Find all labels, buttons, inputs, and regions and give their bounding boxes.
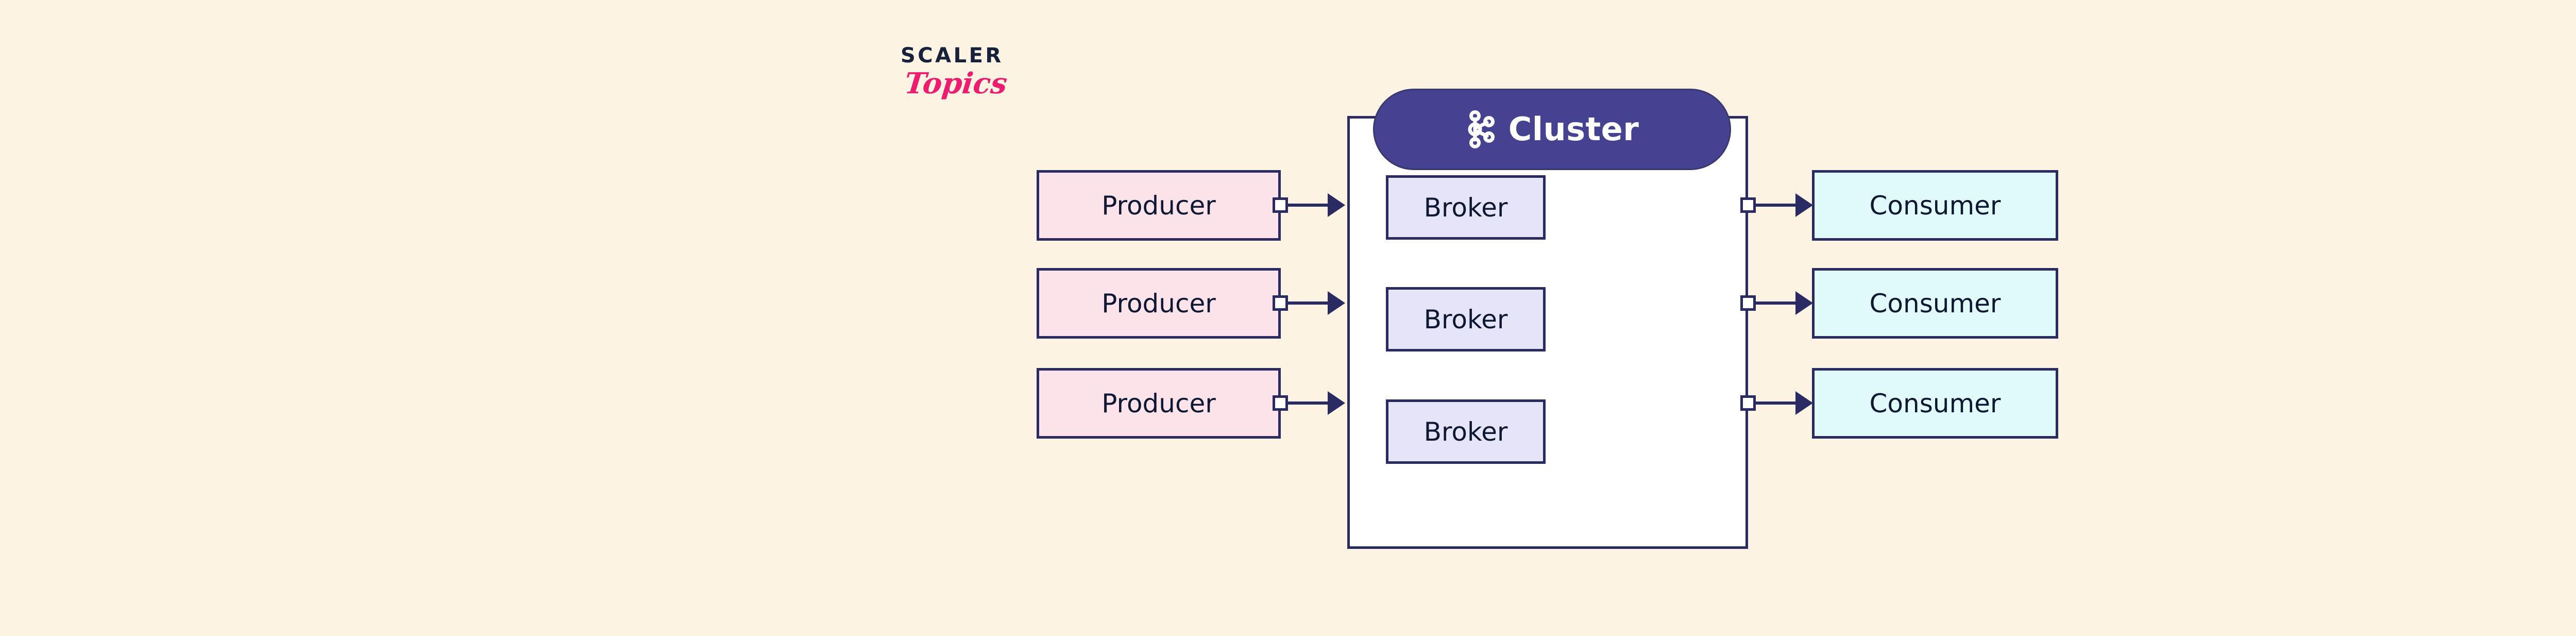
broker-label: Broker xyxy=(1423,192,1508,223)
producer-box-1[interactable]: Producer xyxy=(1037,170,1281,241)
brand-topics-text: Topics xyxy=(903,66,1009,101)
broker-label: Broker xyxy=(1423,304,1508,334)
connector-line xyxy=(1756,302,1796,305)
arrow-head-icon xyxy=(1795,391,1813,415)
connector-line xyxy=(1288,204,1328,207)
brand-scaler-text: SCALER xyxy=(901,44,1004,68)
arrow-head-icon xyxy=(1328,291,1345,315)
consumer-box-3[interactable]: Consumer xyxy=(1812,368,2058,439)
consumer-box-1[interactable]: Consumer xyxy=(1812,170,2058,241)
connector-endpoint-square xyxy=(1740,197,1756,213)
connector-endpoint-square xyxy=(1273,295,1288,311)
consumer-box-2[interactable]: Consumer xyxy=(1812,268,2058,339)
connector-producer-1-to-cluster xyxy=(1273,193,1347,217)
connector-endpoint-square xyxy=(1273,197,1288,213)
producer-label: Producer xyxy=(1101,388,1216,419)
broker-box-1[interactable]: Broker xyxy=(1386,175,1546,240)
connector-cluster-to-consumer-1 xyxy=(1740,193,1815,217)
connector-line xyxy=(1288,302,1328,305)
arrow-head-icon xyxy=(1328,193,1345,217)
producer-label: Producer xyxy=(1101,288,1216,319)
producer-box-2[interactable]: Producer xyxy=(1037,268,1281,339)
kafka-logo-icon xyxy=(1465,110,1497,148)
scaler-topics-logo: SCALER Topics xyxy=(901,45,1071,118)
connector-endpoint-square xyxy=(1740,395,1756,411)
broker-box-3[interactable]: Broker xyxy=(1386,399,1546,464)
producer-label: Producer xyxy=(1101,190,1216,221)
broker-box-2[interactable]: Broker xyxy=(1386,287,1546,352)
cluster-badge-label: Cluster xyxy=(1508,110,1639,148)
connector-cluster-to-consumer-3 xyxy=(1740,391,1815,415)
connector-line xyxy=(1288,401,1328,405)
arrow-head-icon xyxy=(1328,391,1345,415)
consumer-label: Consumer xyxy=(1869,388,2001,419)
arrow-head-icon xyxy=(1795,193,1813,217)
connector-line xyxy=(1756,204,1796,207)
arrow-head-icon xyxy=(1795,291,1813,315)
broker-label: Broker xyxy=(1423,416,1508,447)
cluster-container: Broker Broker Broker xyxy=(1347,116,1748,549)
consumer-label: Consumer xyxy=(1869,288,2001,319)
cluster-badge[interactable]: Cluster xyxy=(1373,89,1731,170)
connector-endpoint-square xyxy=(1740,295,1756,311)
connector-endpoint-square xyxy=(1273,395,1288,411)
connector-producer-2-to-cluster xyxy=(1273,291,1347,315)
producer-box-3[interactable]: Producer xyxy=(1037,368,1281,439)
connector-line xyxy=(1756,401,1796,405)
consumer-label: Consumer xyxy=(1869,190,2001,221)
connector-producer-3-to-cluster xyxy=(1273,391,1347,415)
connector-cluster-to-consumer-2 xyxy=(1740,291,1815,315)
